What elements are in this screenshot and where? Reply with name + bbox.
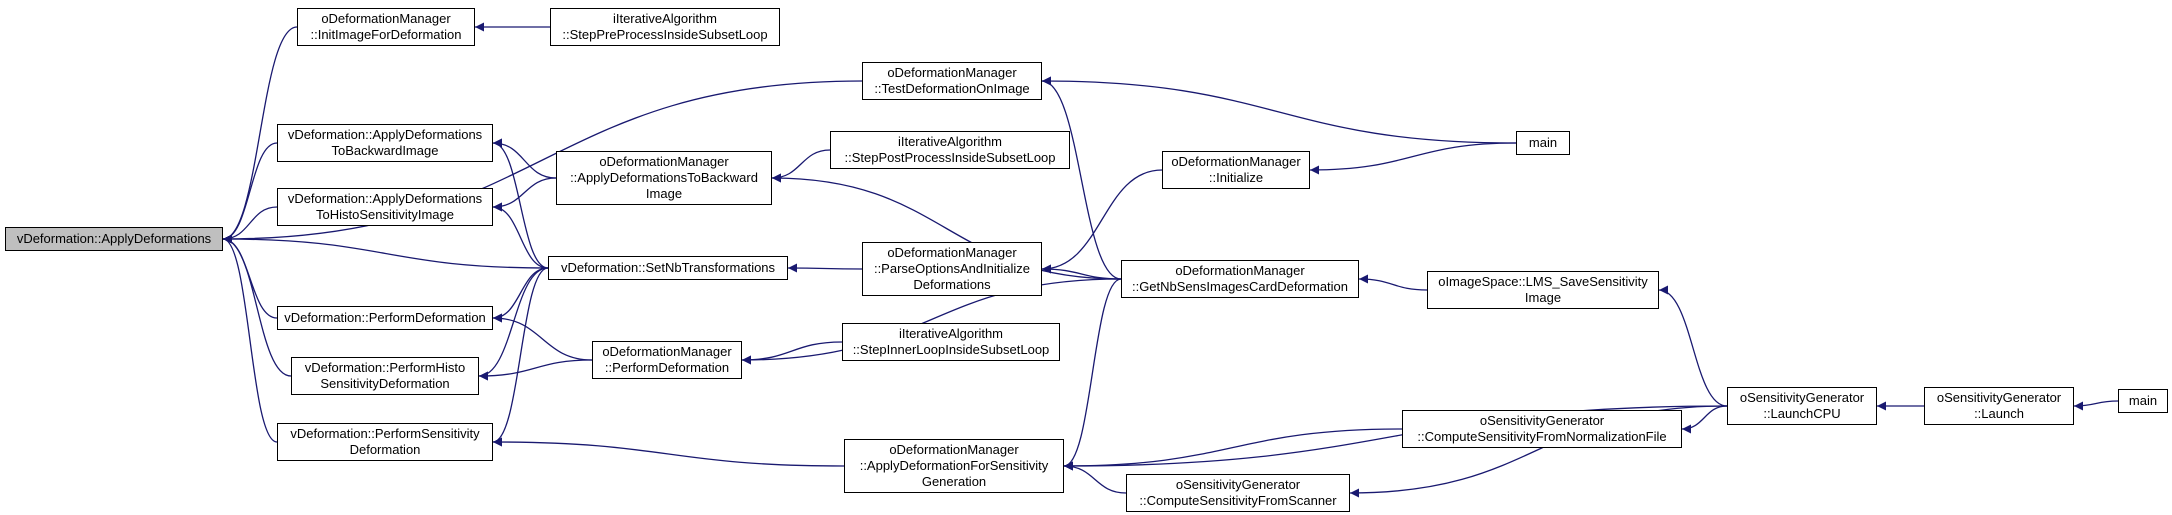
- edge-set_nb-to-apply_histo: [492, 202, 549, 269]
- edge-set_nb-to-perform_def: [492, 267, 549, 323]
- node-set-nb[interactable]: vDeformation::SetNbTransformations: [548, 256, 788, 280]
- node-root[interactable]: vDeformation::ApplyDeformations: [5, 227, 223, 251]
- edge-set_nb-to-root: [222, 234, 549, 269]
- edge-dm_perform-to-perform_def: [492, 313, 593, 361]
- edge-scanner-to-dm_apply_sens: [1063, 461, 1127, 494]
- edge-main1-to-dm_initialize: [1309, 142, 1517, 175]
- edge-dm_initialize-to-parse_options: [1041, 169, 1163, 274]
- node-test-def[interactable]: oDeformationManager ::TestDeformationOnI…: [862, 62, 1042, 100]
- edge-set_nb-to-apply_backward: [492, 138, 549, 269]
- node-dm-perform[interactable]: oDeformationManager ::PerformDeformation: [592, 341, 742, 379]
- edge-dm_perform-to-perform_histo: [478, 359, 593, 381]
- node-parse-options[interactable]: oDeformationManager ::ParseOptionsAndIni…: [862, 242, 1042, 296]
- edge-perform_histo-to-root: [222, 234, 292, 377]
- node-launch[interactable]: oSensitivityGenerator ::Launch: [1924, 387, 2074, 425]
- node-dm-apply-backward[interactable]: oDeformationManager ::ApplyDeformationsT…: [556, 151, 772, 205]
- edge-norm_file-to-dm_apply_sens: [1063, 428, 1403, 471]
- node-step-post[interactable]: iIterativeAlgorithm ::StepPostProcessIns…: [830, 131, 1070, 169]
- node-get-nb-sens[interactable]: oDeformationManager ::GetNbSensImagesCar…: [1121, 260, 1359, 298]
- edge-perform_def-to-root: [222, 234, 278, 319]
- node-launch-cpu[interactable]: oSensitivityGenerator ::LaunchCPU: [1727, 387, 1877, 425]
- node-perform-histo[interactable]: vDeformation::PerformHisto SensitivityDe…: [291, 357, 479, 395]
- node-main1[interactable]: main: [1516, 131, 1570, 155]
- edge-apply_backward-to-root: [222, 142, 278, 244]
- edge-main2-to-launch: [2073, 400, 2119, 411]
- node-norm-file[interactable]: oSensitivityGenerator ::ComputeSensitivi…: [1402, 410, 1682, 448]
- node-dm-initialize[interactable]: oDeformationManager ::Initialize: [1162, 151, 1310, 189]
- edge-step_post-to-dm_apply_backward: [771, 149, 831, 183]
- edge-launch_cpu-to-dm_apply_sens: [1063, 405, 1728, 471]
- node-dm-apply-sens[interactable]: oDeformationManager ::ApplyDeformationFo…: [844, 439, 1064, 493]
- edge-dm_apply_backward-to-apply_histo: [492, 177, 557, 212]
- node-lms-save[interactable]: oImageSpace::LMS_SaveSensitivity Image: [1427, 271, 1659, 309]
- node-apply-histo[interactable]: vDeformation::ApplyDeformations ToHistoS…: [277, 188, 493, 226]
- node-apply-backward[interactable]: vDeformation::ApplyDeformations ToBackwa…: [277, 124, 493, 162]
- node-step-pre[interactable]: iIterativeAlgorithm ::StepPreProcessInsi…: [550, 8, 780, 46]
- edge-get_nb_sens-to-dm_perform: [741, 278, 1122, 365]
- edge-get_nb_sens-to-test_def: [1041, 76, 1122, 280]
- edge-main1-to-test_def: [1041, 76, 1517, 144]
- edge-set_nb-to-perform_histo: [478, 267, 549, 381]
- edge-perform_sens-to-root: [222, 234, 278, 443]
- node-perform-sens[interactable]: vDeformation::PerformSensitivity Deforma…: [277, 423, 493, 461]
- node-init-image[interactable]: oDeformationManager ::InitImageForDeform…: [297, 8, 475, 46]
- edge-set_nb-to-perform_sens: [492, 267, 549, 447]
- node-main2[interactable]: main: [2118, 389, 2168, 413]
- edge-launch_cpu-to-lms_save: [1658, 285, 1728, 407]
- edge-dm_apply_sens-to-perform_sens: [492, 437, 845, 467]
- edge-lms_save-to-get_nb_sens: [1358, 274, 1428, 291]
- edge-apply_histo-to-root: [222, 206, 278, 244]
- node-step-inner[interactable]: iIterativeAlgorithm ::StepInnerLoopInsid…: [842, 323, 1060, 361]
- edge-launch_cpu-to-norm_file: [1681, 405, 1728, 434]
- edge-get_nb_sens-to-dm_apply_sens: [1063, 278, 1122, 471]
- edge-test_def-to-root: [222, 80, 863, 244]
- edge-parse_options-to-set_nb: [787, 263, 863, 273]
- node-perform-def[interactable]: vDeformation::PerformDeformation: [277, 306, 493, 330]
- edge-get_nb_sens-to-dm_apply_backward: [771, 173, 1122, 280]
- node-scanner[interactable]: oSensitivityGenerator ::ComputeSensitivi…: [1126, 474, 1350, 512]
